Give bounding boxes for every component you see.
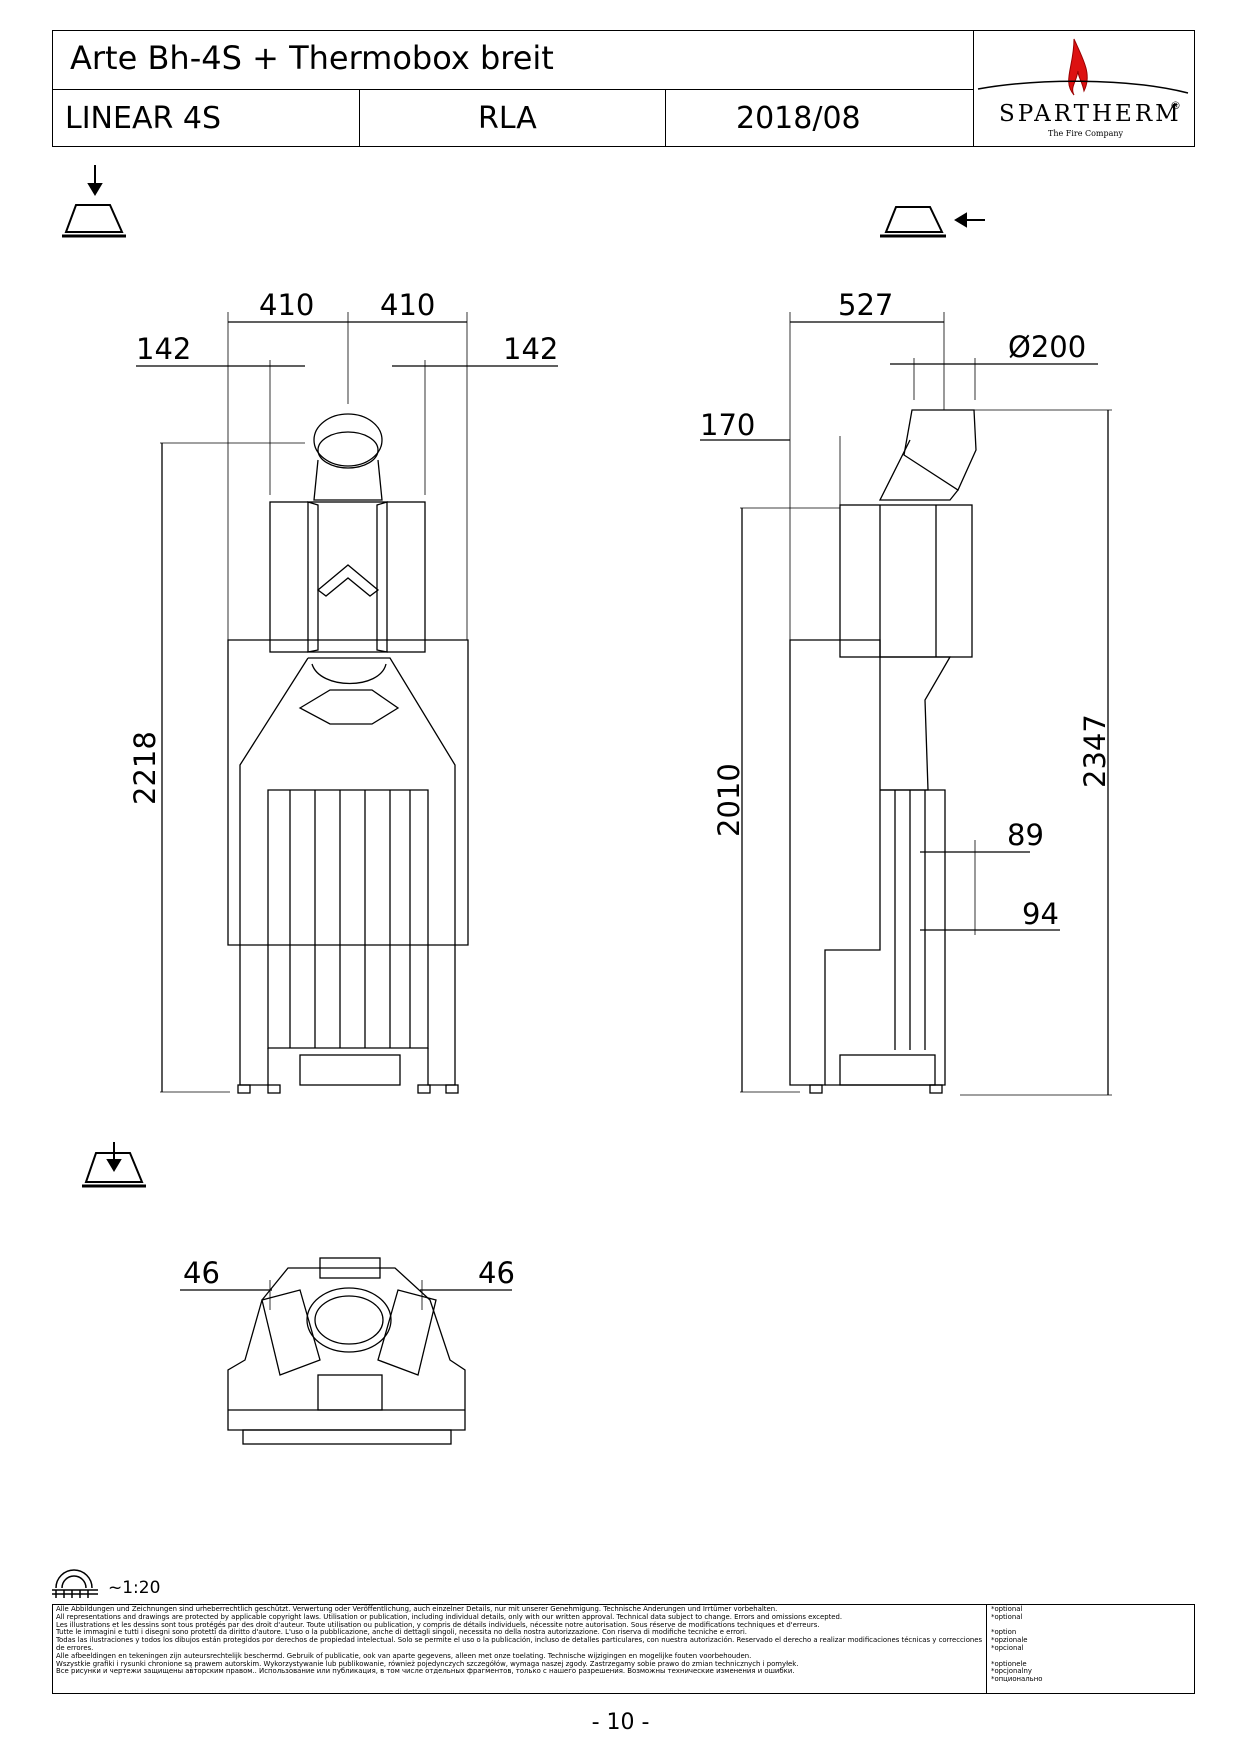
divider xyxy=(986,1605,987,1693)
front-view-icon xyxy=(62,165,126,238)
model-name: LINEAR 4S xyxy=(65,101,221,136)
dim-width-right: 410 xyxy=(380,288,436,322)
dim-height: 2218 xyxy=(128,731,162,805)
dim-flue-diameter: Ø200 xyxy=(1008,330,1087,364)
title-block-row: LINEAR 4S RLA 2018/08 xyxy=(53,89,973,147)
optional-label: *opzionale xyxy=(991,1636,1028,1645)
optional-label: *option xyxy=(991,1628,1017,1637)
legal-line: Les illustrations et les dessins sont to… xyxy=(56,1620,820,1629)
dim-width-left: 410 xyxy=(259,288,315,322)
flame-icon xyxy=(977,38,1189,96)
legal-text: Alle Abbildungen und Zeichnungen sind ur… xyxy=(56,1605,986,1676)
dim-top-right: 46 xyxy=(478,1256,515,1290)
legal-line: Wszystkie grafiki i rysunki chronione są… xyxy=(56,1659,799,1668)
side-view-icon xyxy=(880,206,985,238)
top-view-icon xyxy=(82,1142,146,1188)
revision-date: 2018/08 xyxy=(736,101,861,136)
optional-label: *opcjonalny xyxy=(991,1667,1032,1676)
dim-offset-right: 142 xyxy=(503,332,559,366)
optional-label xyxy=(991,1622,1191,1630)
scale-ruler-icon xyxy=(52,1569,98,1598)
legal-line: Alle Abbildungen und Zeichnungen sind ur… xyxy=(56,1605,778,1613)
dim-height-inner: 2010 xyxy=(712,763,746,837)
dim-top-left: 46 xyxy=(183,1256,220,1290)
page-number: - 10 - xyxy=(591,1710,650,1735)
optional-label: *optional xyxy=(991,1612,1023,1621)
registered-mark: ® xyxy=(1170,99,1181,112)
top-view-drawing xyxy=(180,1257,512,1445)
legal-line: Todas las ilustraciones y todos los dibu… xyxy=(56,1636,983,1652)
optional-label: *опционально xyxy=(991,1675,1043,1684)
dim-flue-offset: 170 xyxy=(700,408,756,442)
spartherm-logo: SPARTHERM ® The Fire Company xyxy=(974,31,1194,146)
legal-line: Все рисунки и чертежи защищены авторским… xyxy=(56,1667,795,1676)
model-code: RLA xyxy=(478,101,537,136)
legal-line: All representations and drawings are pro… xyxy=(56,1612,843,1621)
dim-depth: 527 xyxy=(838,288,894,322)
dim-94: 94 xyxy=(1022,897,1059,931)
dim-89: 89 xyxy=(1007,818,1044,852)
dim-offset-left: 142 xyxy=(136,332,192,366)
legal-line: Tutte le immagini e tutti i disegni sono… xyxy=(56,1628,747,1637)
divider xyxy=(359,90,360,147)
side-view-drawing xyxy=(700,312,1112,1096)
document-title: Arte Bh-4S + Thermobox breit xyxy=(70,39,554,77)
optional-label: *opcional xyxy=(991,1643,1024,1652)
scale-label: ~1:20 xyxy=(108,1578,161,1598)
logo-wordmark: SPARTHERM xyxy=(999,101,1182,127)
legal-notice: Alle Abbildungen und Zeichnungen sind ur… xyxy=(52,1604,1195,1694)
optional-label: *optionele xyxy=(991,1659,1027,1668)
title-block: Arte Bh-4S + Thermobox breit LINEAR 4S R… xyxy=(52,30,1195,147)
optional-labels: *optional *optional *option *opzionale *… xyxy=(991,1605,1191,1684)
legal-line: Alle afbeeldingen en tekeningen zijn aut… xyxy=(56,1651,752,1660)
divider xyxy=(665,90,666,147)
logo-tagline: The Fire Company xyxy=(1048,129,1124,138)
dim-height-total: 2347 xyxy=(1078,714,1112,788)
front-view-drawing xyxy=(136,312,558,1094)
divider xyxy=(973,31,974,146)
optional-label: *optional xyxy=(991,1605,1023,1613)
